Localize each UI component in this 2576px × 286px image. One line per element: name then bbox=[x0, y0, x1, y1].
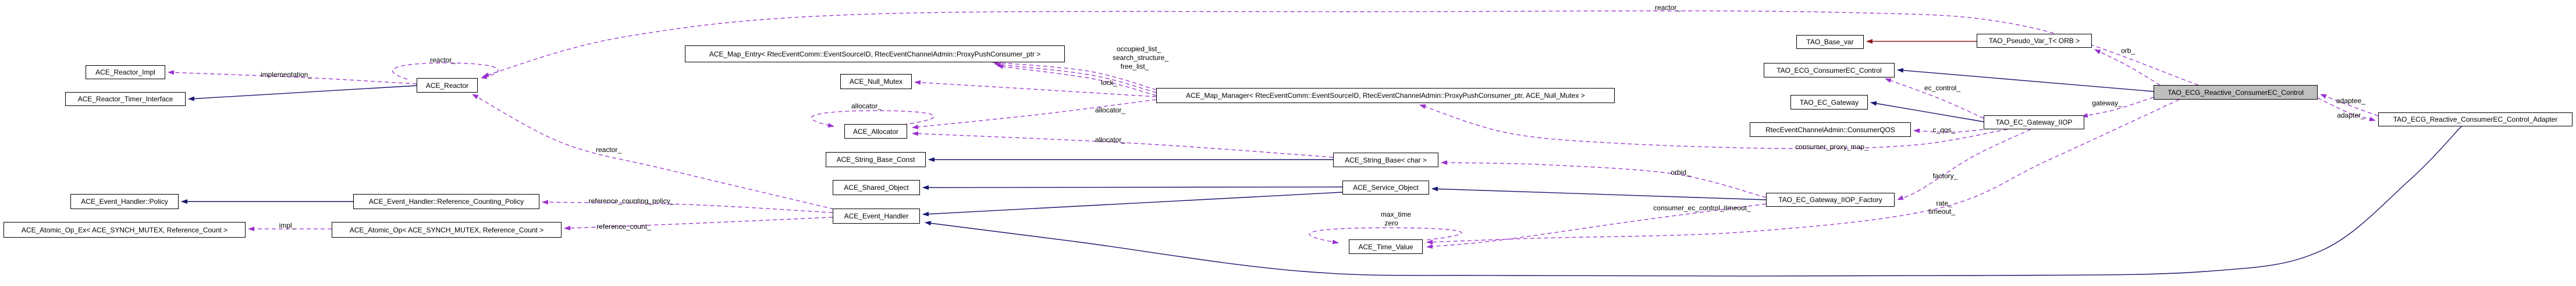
node-tao-ec-gateway[interactable]: TAO_EC_Gateway bbox=[1790, 95, 1868, 110]
node-tao-ecg-reactive-consumerec-control[interactable]: TAO_ECG_Reactive_ConsumerEC_Control bbox=[2154, 85, 2318, 100]
edge-tao-ec-gateway-iiop-to-tao-ec-gateway bbox=[1870, 101, 1984, 122]
node-ace-reactor-impl[interactable]: ACE_Reactor_Impl bbox=[86, 65, 165, 79]
edge-tao-ecg-reactive-consumerec-control-to-tao-pseudo-var-t-orb bbox=[2094, 49, 2161, 86]
edge-tao-ecg-reactive-consumerec-control-to-ace-reactor bbox=[482, 10, 2199, 86]
edge-ace-allocator-to-ace-allocator bbox=[811, 110, 935, 128]
edge-tao-ec-gateway-iiop-factory-to-ace-string-base-char bbox=[1441, 160, 1767, 198]
edge-tao-ecg-reactive-consumerec-control-to-tao-ecg-consumerec-control bbox=[1897, 68, 2154, 92]
edge-ace-map-manager-to-ace-map-entry bbox=[997, 64, 1157, 96]
edge-ace-reactor-to-ace-reactor bbox=[392, 62, 499, 80]
node-ace-time-value[interactable]: ACE_Time_Value bbox=[1349, 239, 1423, 254]
node-ace-atomic-op[interactable]: ACE_Atomic_Op< ACE_SYNCH_MUTEX, Referenc… bbox=[332, 222, 562, 238]
edge-tao-ec-gateway-iiop-to-tao-ec-gateway-iiop-factory bbox=[1897, 129, 2031, 200]
node-ace-null-mutex[interactable]: ACE_Null_Mutex bbox=[840, 74, 912, 89]
node-ace-reactor[interactable]: ACE_Reactor bbox=[417, 78, 478, 93]
node-tao-ecg-consumerec-control[interactable]: TAO_ECG_ConsumerEC_Control bbox=[1764, 63, 1895, 77]
edge-ace-map-manager-to-ace-map-entry bbox=[992, 60, 1157, 90]
edge-tao-ecg-reactive-consumerec-control-adapter-to-ace-event-handler bbox=[925, 126, 2462, 277]
edge-tao-ec-gateway-iiop-factory-to-ace-service-object bbox=[1431, 186, 1767, 200]
edge-ace-map-manager-to-ace-allocator bbox=[912, 99, 1157, 129]
edge-ace-map-manager-to-ace-map-entry bbox=[994, 62, 1157, 93]
node-tao-base-var[interactable]: TAO_Base_var bbox=[1796, 35, 1864, 49]
edge-ace-service-object-to-ace-shared-object bbox=[922, 185, 1343, 190]
node-ace-string-base-const[interactable]: ACE_String_Base_Const bbox=[826, 152, 926, 167]
node-rtec-event-channel-admin-consumer-qos[interactable]: RtecEventChannelAdmin::ConsumerQOS bbox=[1750, 122, 1911, 137]
node-ace-event-handler-reference-counting-policy[interactable]: ACE_Event_Handler::Reference_Counting_Po… bbox=[353, 194, 539, 209]
edge-ace-service-object-to-ace-event-handler bbox=[922, 192, 1343, 217]
node-ace-event-handler[interactable]: ACE_Event_Handler bbox=[833, 209, 920, 224]
edge-ace-time-value-to-ace-time-value bbox=[1309, 227, 1462, 245]
node-tao-ec-gateway-iiop[interactable]: TAO_EC_Gateway_IIOP bbox=[1984, 115, 2084, 129]
node-ace-atomic-op-ex[interactable]: ACE_Atomic_Op_Ex< ACE_SYNCH_MUTEX, Refer… bbox=[3, 222, 246, 238]
edge-ace-event-handler-to-ace-reactor bbox=[472, 94, 834, 210]
edge-tao-ec-gateway-iiop-to-ace-map-manager bbox=[1419, 104, 2008, 149]
edge-ace-reactor-to-ace-reactor-impl bbox=[168, 70, 417, 84]
edge-ace-event-handler-to-ace-event-handler-reference-counting-policy bbox=[542, 200, 833, 213]
node-tao-ec-gateway-iiop-factory[interactable]: TAO_EC_Gateway_IIOP_Factory bbox=[1766, 193, 1895, 207]
node-ace-allocator[interactable]: ACE_Allocator bbox=[844, 124, 907, 139]
edge-tao-ecg-reactive-consumerec-control-adapter-to-tao-ecg-reactive-consumerec-control bbox=[2320, 94, 2379, 116]
node-ace-map-manager[interactable]: ACE_Map_Manager< RtecEventComm::EventSou… bbox=[1156, 88, 1615, 103]
edge-tao-ecg-reactive-consumerec-control-to-ace-time-value bbox=[1426, 99, 2180, 245]
node-ace-service-object[interactable]: ACE_Service_Object bbox=[1342, 181, 1429, 195]
edge-tao-ec-gateway-iiop-to-rtec-event-channel-admin-consumer-qos bbox=[1913, 128, 1991, 133]
node-ace-map-entry[interactable]: ACE_Map_Entry< RtecEventComm::EventSourc… bbox=[685, 45, 1065, 62]
edge-tao-ecg-reactive-consumerec-control-to-tao-ecg-reactive-consumerec-control-adapter bbox=[2317, 97, 2376, 122]
node-ace-shared-object[interactable]: ACE_Shared_Object bbox=[833, 180, 920, 195]
node-tao-pseudo-var-t-orb[interactable]: TAO_Pseudo_Var_T< ORB > bbox=[1977, 34, 2092, 48]
edge-ace-string-base-char-to-ace-allocator bbox=[912, 131, 1334, 158]
node-ace-string-base-char[interactable]: ACE_String_Base< char > bbox=[1333, 153, 1438, 167]
edge-tao-ec-gateway-iiop-to-tao-ecg-consumerec-control bbox=[1885, 78, 1984, 119]
edge-tao-ec-gateway-iiop-factory-to-ace-time-value bbox=[1426, 203, 1767, 249]
node-ace-reactor-timer-interface[interactable]: ACE_Reactor_Timer_Interface bbox=[65, 92, 186, 106]
edge-ace-map-manager-to-ace-null-mutex bbox=[914, 80, 1157, 97]
edge-tao-ecg-reactive-consumerec-control-to-tao-ec-gateway-iiop bbox=[2081, 97, 2154, 118]
node-tao-ecg-reactive-consumerec-control-adapter[interactable]: TAO_ECG_Reactive_ConsumerEC_Control_Adap… bbox=[2378, 112, 2573, 126]
node-ace-event-handler-policy[interactable]: ACE_Event_Handler::Policy bbox=[70, 194, 179, 209]
edge-ace-reactor-to-ace-reactor-timer-interface bbox=[188, 85, 417, 101]
edge-ace-event-handler-to-ace-atomic-op bbox=[564, 217, 833, 231]
